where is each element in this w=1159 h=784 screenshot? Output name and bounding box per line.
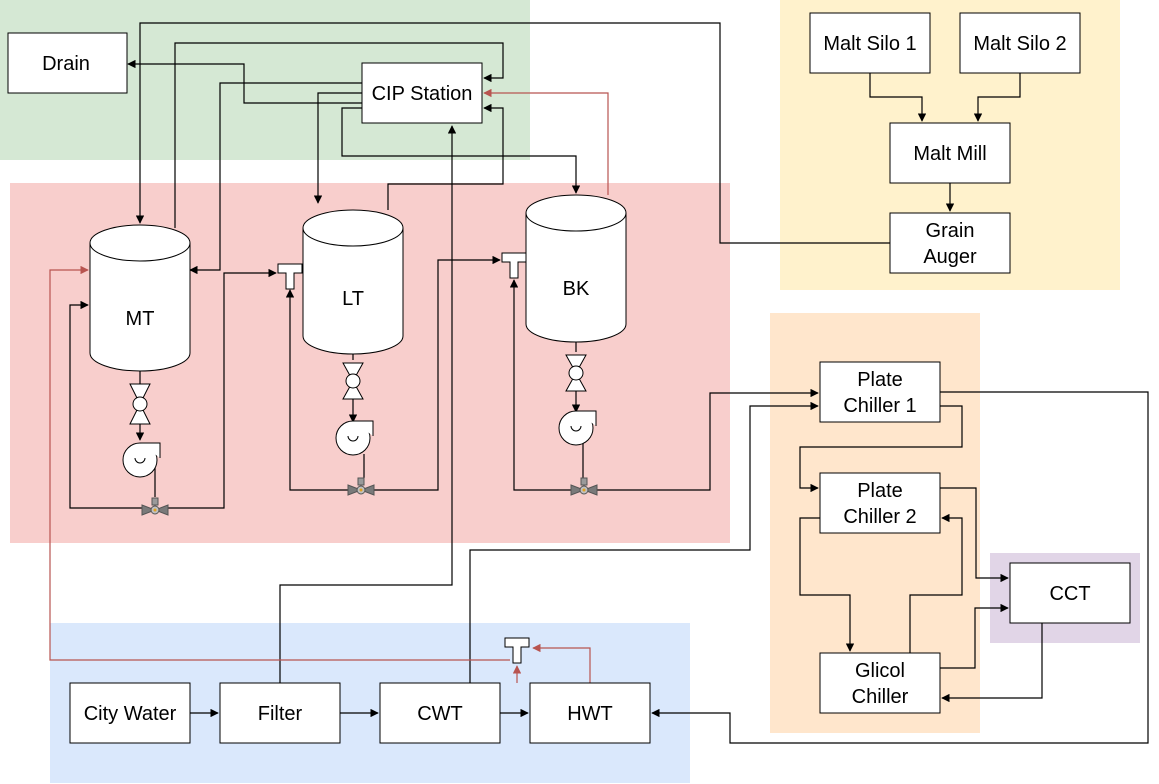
label-line: Chiller xyxy=(852,686,909,708)
cct-label: CCT xyxy=(1049,583,1090,605)
label-line: LT xyxy=(342,288,364,310)
tank-mt[interactable] xyxy=(89,224,191,372)
label-line: Auger xyxy=(923,246,977,268)
label-line: Malt Mill xyxy=(913,143,986,165)
cwt-box[interactable] xyxy=(379,682,501,744)
malt-silo-1-box[interactable] xyxy=(809,12,931,74)
label-line: CCT xyxy=(1049,583,1090,605)
pump-icon[interactable] xyxy=(335,420,374,456)
cct-box[interactable] xyxy=(1009,562,1131,624)
grain-auger-box[interactable] xyxy=(889,212,1011,274)
flow-lines xyxy=(69,22,1149,744)
label-line: Filter xyxy=(258,703,303,725)
label-line: CIP Station xyxy=(372,83,473,105)
glycol-chiller-box[interactable] xyxy=(819,652,941,714)
malt-silo-2-label: Malt Silo 2 xyxy=(973,33,1066,55)
pump-icon[interactable] xyxy=(558,410,597,446)
tank-bk[interactable] xyxy=(525,194,627,343)
hwt-label: HWT xyxy=(567,703,613,725)
bk-label: BK xyxy=(563,278,590,300)
city-water-label: City Water xyxy=(84,703,177,725)
labels: Drain CIP Station Malt Silo 1 Malt Silo … xyxy=(42,33,1090,725)
hwt-box[interactable] xyxy=(529,682,651,744)
hot-flow-lines xyxy=(49,88,609,683)
label-line: City Water xyxy=(84,703,177,725)
cip-station-box[interactable] xyxy=(361,62,483,124)
tee-icon[interactable] xyxy=(504,637,530,664)
tee-icon[interactable] xyxy=(501,252,527,279)
three-way-valve-icon[interactable] xyxy=(570,477,598,496)
label-line: Malt Silo 1 xyxy=(823,33,916,55)
label-line: Drain xyxy=(42,53,90,75)
label-line: Grain xyxy=(926,220,975,242)
label-line: Glicol xyxy=(855,660,905,682)
filter-box[interactable] xyxy=(219,682,341,744)
three-way-valve-icon[interactable] xyxy=(141,497,169,516)
plate-chiller-2-box[interactable] xyxy=(819,472,941,534)
label-line: HWT xyxy=(567,703,613,725)
drain-label: Drain xyxy=(42,53,90,75)
plate-chiller-1-box[interactable] xyxy=(819,361,941,423)
tank-lt[interactable] xyxy=(302,209,404,355)
label-line: Plate xyxy=(857,369,903,391)
valve-icon[interactable] xyxy=(565,354,587,392)
filter-label: Filter xyxy=(258,703,303,725)
mt-label: MT xyxy=(126,308,155,330)
malt-silo-2-box[interactable] xyxy=(959,12,1081,74)
lt-label: LT xyxy=(342,288,364,310)
label-line: Plate xyxy=(857,480,903,502)
pump-icon[interactable] xyxy=(122,442,161,478)
valve-icon[interactable] xyxy=(342,362,364,400)
malt-silo-1-label: Malt Silo 1 xyxy=(823,33,916,55)
label-line: Chiller 2 xyxy=(843,506,916,528)
valve-icon[interactable] xyxy=(129,383,151,425)
drain-box[interactable] xyxy=(7,32,128,94)
malt-mill-box[interactable] xyxy=(889,122,1011,184)
malt-mill-label: Malt Mill xyxy=(913,143,986,165)
label-line: Chiller 1 xyxy=(843,395,916,417)
label-line: Malt Silo 2 xyxy=(973,33,1066,55)
label-line: CWT xyxy=(417,703,463,725)
tee-icon[interactable] xyxy=(277,263,303,290)
label-line: MT xyxy=(126,308,155,330)
cwt-label: CWT xyxy=(417,703,463,725)
cip-station-label: CIP Station xyxy=(372,83,473,105)
label-line: BK xyxy=(563,278,590,300)
three-way-valve-icon[interactable] xyxy=(347,477,375,496)
city-water-box[interactable] xyxy=(69,682,191,744)
equipment-boxes xyxy=(7,12,1131,744)
